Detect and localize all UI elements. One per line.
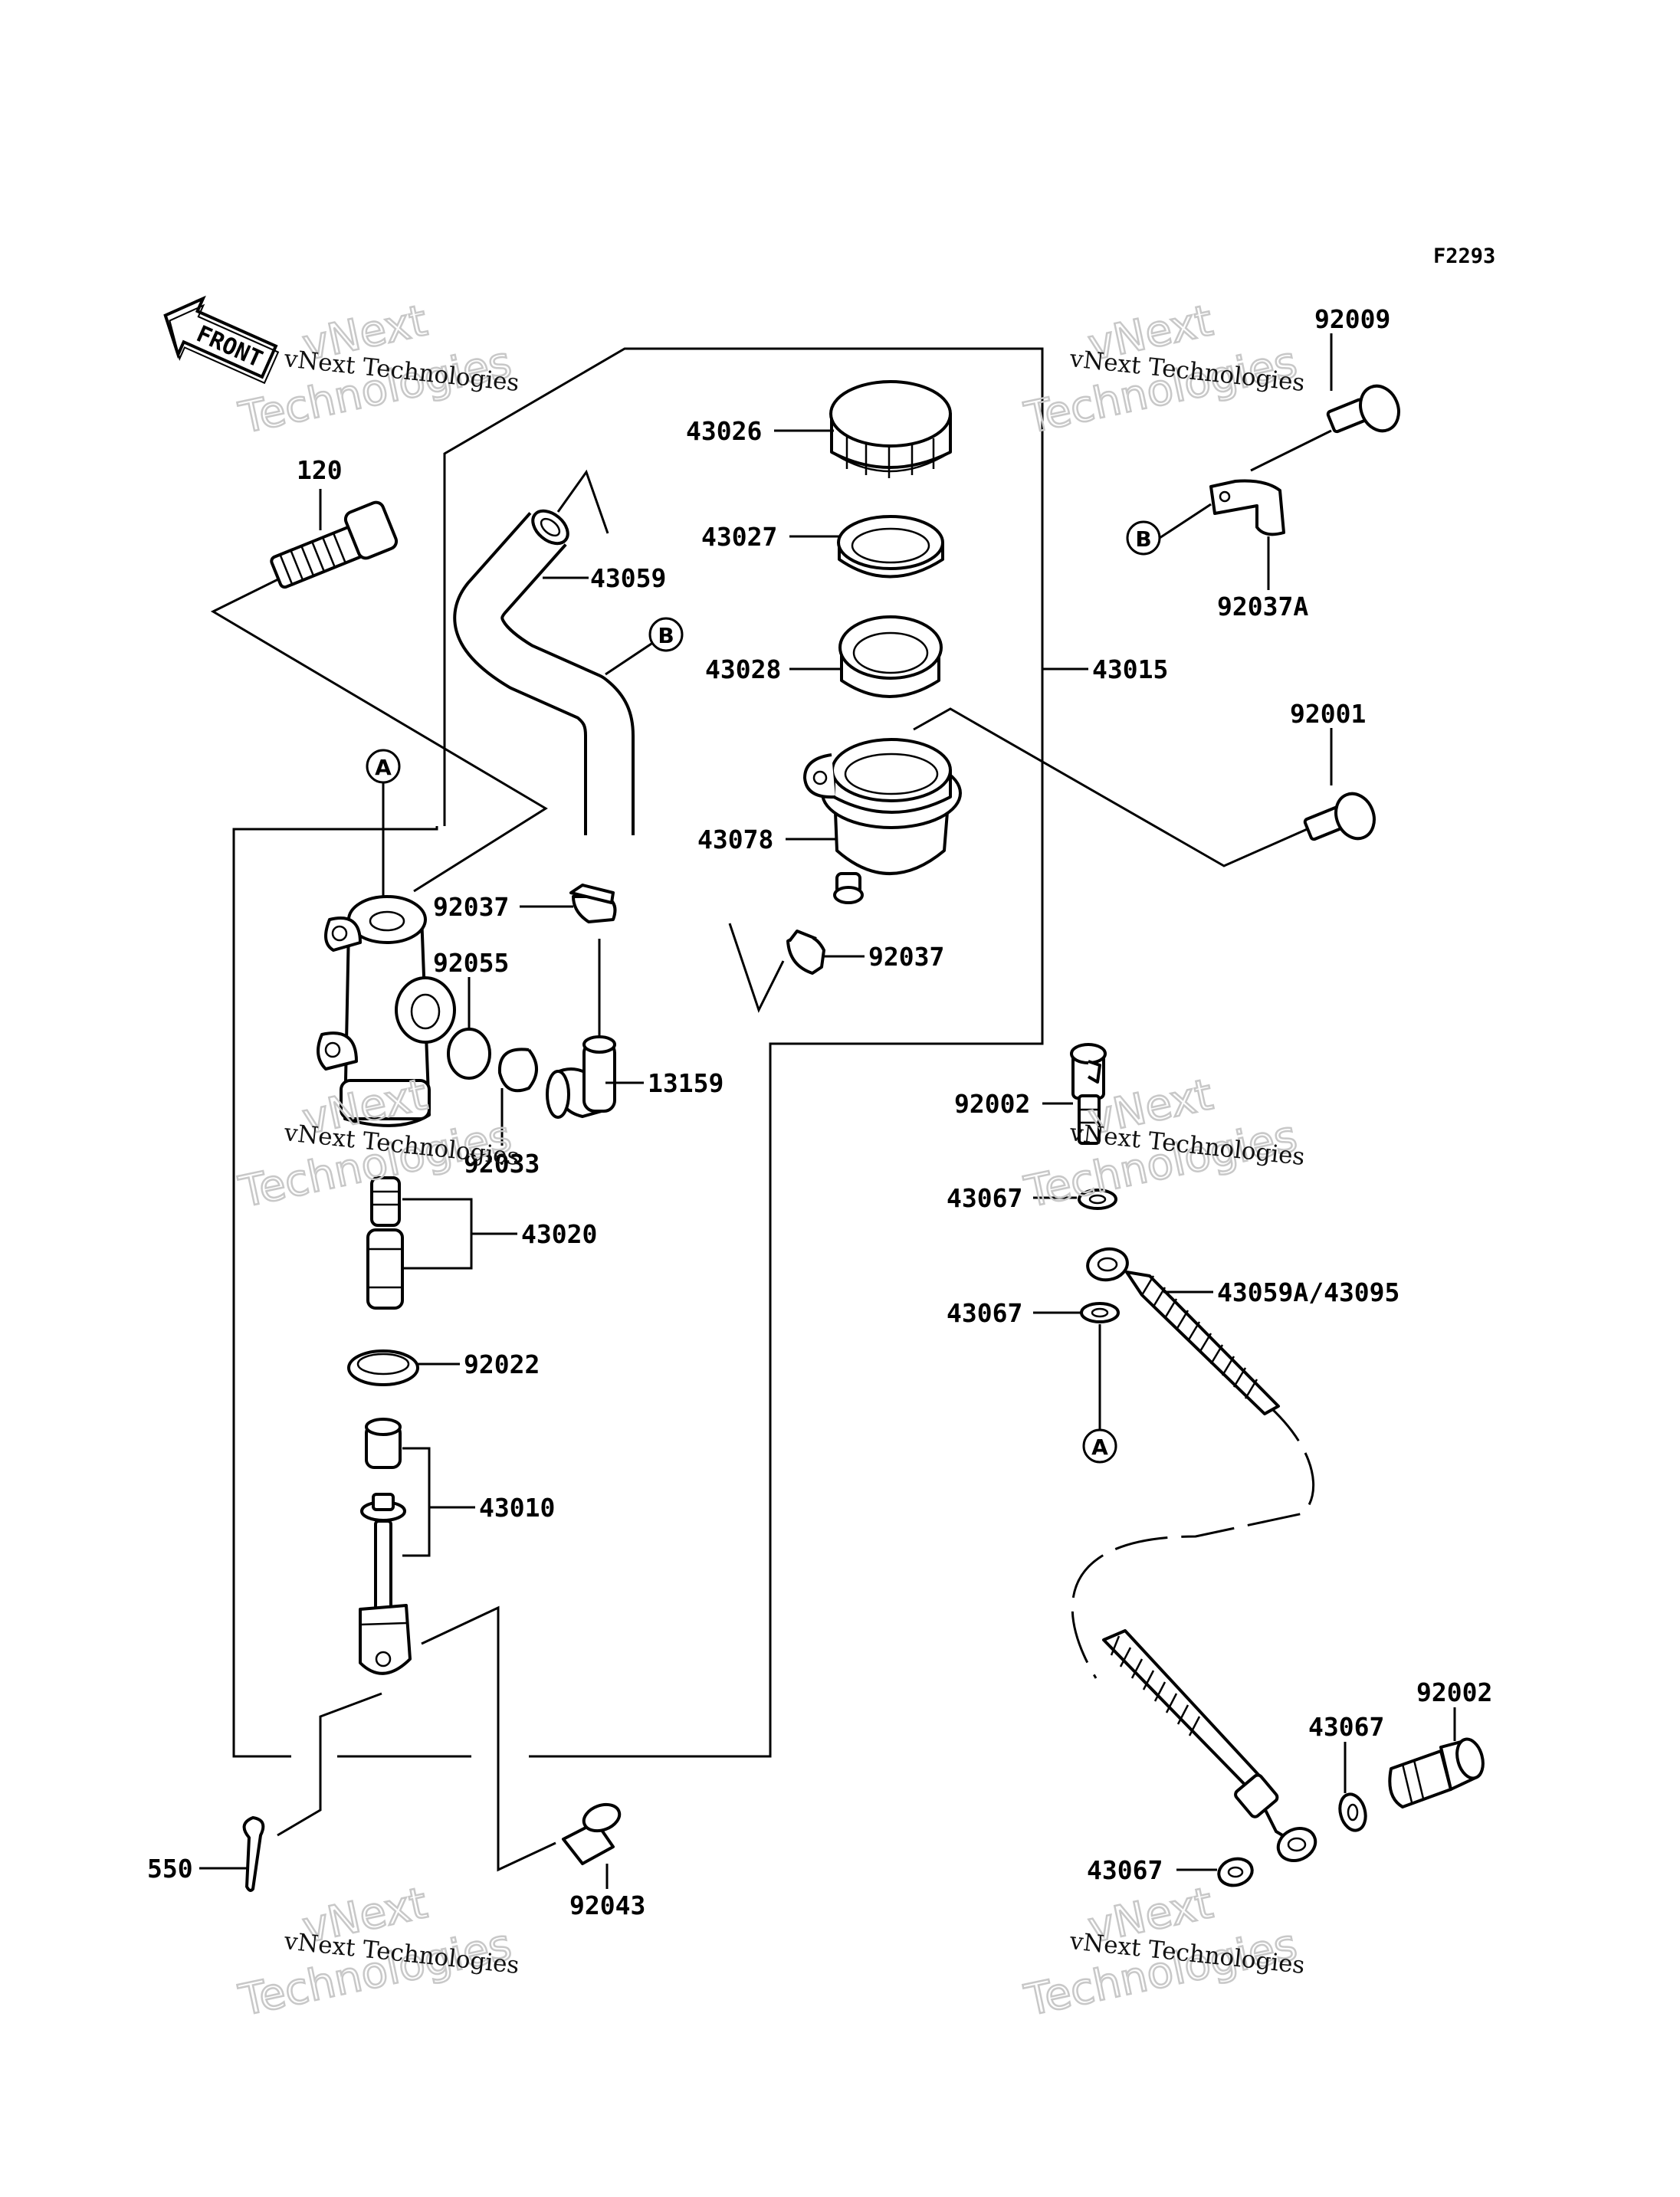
circlip-92033 — [497, 1048, 538, 1093]
o-ring-92055 — [447, 1028, 491, 1080]
svg-text:B: B — [1135, 526, 1151, 552]
figure-code: F2293 — [1433, 244, 1495, 268]
callout-B-hose: B — [648, 617, 684, 652]
piston-43020 — [366, 1176, 404, 1310]
brake-line-curve — [1071, 1399, 1315, 1679]
part-label-92001: 92001 — [1290, 699, 1366, 729]
part-label-92022: 92022 — [464, 1349, 540, 1379]
svg-text:A: A — [1091, 1435, 1108, 1460]
svg-text:A: A — [375, 755, 392, 780]
part-label-43067-d: 43067 — [1087, 1855, 1163, 1885]
bolt-92001 — [1303, 792, 1376, 841]
part-label-92043: 92043 — [569, 1890, 645, 1920]
washer-43067-b — [1080, 1302, 1120, 1323]
watermark-top-right: vNext Technologies vNext Technologies — [1019, 295, 1306, 444]
banjo-bolt-92002-top — [1070, 1043, 1107, 1145]
svg-text:B: B — [658, 623, 674, 648]
push-rod-43010 — [359, 1418, 412, 1675]
brake-hose-43059A — [1086, 1247, 1280, 1415]
washer-43067-c — [1338, 1792, 1367, 1832]
part-label-92009: 92009 — [1314, 304, 1390, 334]
reservoir-cap-43026 — [829, 380, 952, 478]
washer-43067-d — [1217, 1857, 1254, 1887]
reservoir-assembly-outline — [443, 347, 1044, 1758]
callout-A-bottom: A — [1082, 1428, 1117, 1464]
part-label-550: 550 — [147, 1854, 193, 1884]
bolt-92009 — [1326, 384, 1400, 434]
part-label-120: 120 — [297, 455, 343, 485]
snap-ring-92022 — [347, 1349, 419, 1386]
part-label-92037A: 92037A — [1217, 592, 1308, 621]
cylinder-assembly-outline — [232, 826, 438, 1758]
bracket-92037A — [1209, 479, 1285, 536]
bolt-120-leader — [210, 573, 548, 893]
cotter-pin-550 — [242, 1816, 265, 1892]
reservoir-to-92001-leader — [913, 707, 1311, 867]
part-label-92002-bottom: 92002 — [1416, 1677, 1492, 1707]
clamp-92037-top — [569, 884, 617, 923]
watermark-bottom-right: vNext Technologies vNext Technologies — [1019, 1877, 1306, 2027]
part-label-92037-mid: 92037 — [868, 942, 944, 972]
part-label-43015: 43015 — [1092, 654, 1168, 684]
part-label-92033: 92033 — [464, 1149, 540, 1179]
front-arrow-icon: FRONT — [163, 295, 280, 385]
hose-43059 — [453, 509, 635, 835]
part-label-13159: 13159 — [648, 1068, 724, 1098]
part-label-43067-b: 43067 — [947, 1298, 1022, 1328]
washer-43067-a — [1078, 1189, 1117, 1210]
clevis-pin-92043 — [562, 1802, 622, 1865]
part-label-43020: 43020 — [521, 1219, 597, 1249]
part-label-43059A-43095: 43059A/43095 — [1217, 1277, 1399, 1307]
part-label-43078: 43078 — [697, 825, 773, 854]
part-label-43010: 43010 — [479, 1493, 555, 1523]
watermark-top-left: vNext Technologies vNext Technologies — [234, 295, 520, 444]
part-label-92055: 92055 — [433, 948, 509, 978]
clamp-92037-mid — [786, 930, 825, 975]
part-label-43067-a: 43067 — [947, 1183, 1022, 1213]
fitting-13159 — [546, 1035, 616, 1119]
callout-A-top: A — [366, 749, 401, 784]
bolt-120 — [270, 500, 399, 589]
banjo-bolt-92002-bottom — [1388, 1737, 1485, 1808]
callout-B-bracket: B — [1126, 520, 1161, 556]
part-label-43059: 43059 — [590, 563, 666, 593]
reservoir-43078 — [803, 738, 962, 904]
watermark-bottom-left: vNext Technologies vNext Technologies — [234, 1877, 520, 2027]
part-label-43026: 43026 — [686, 416, 762, 446]
diaphragm-plate-43027 — [837, 515, 944, 579]
part-label-92037-top: 92037 — [433, 892, 509, 922]
diaphragm-43028 — [838, 615, 943, 698]
part-label-92002-top: 92002 — [954, 1089, 1030, 1119]
watermark-mid-right: vNext Technologies vNext Technologies — [1019, 1069, 1306, 1218]
part-label-43028: 43028 — [705, 654, 781, 684]
part-label-43067-c: 43067 — [1308, 1712, 1384, 1742]
master-cylinder-body — [317, 895, 456, 1127]
brake-hose-lower-fitting — [1102, 1629, 1317, 1862]
part-label-43027: 43027 — [701, 522, 777, 552]
